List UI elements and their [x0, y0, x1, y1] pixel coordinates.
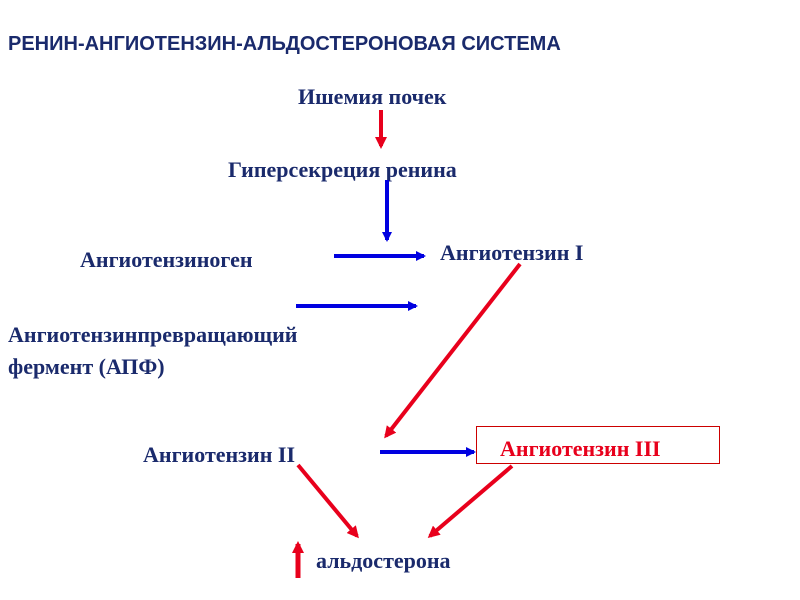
arrow-angiotensin-2-to-aldosterone — [296, 463, 359, 539]
node-ace-line1: Ангиотензинпревращающий — [8, 322, 298, 347]
node-angiotensin-2: Ангиотензин II — [143, 442, 296, 467]
arrow-angiotensin-3-to-aldosterone — [427, 464, 514, 538]
angiotensin-3-box — [476, 426, 720, 464]
node-renin-hypersecretion: Гиперсекреция ренина — [228, 157, 457, 182]
node-angiotensin-3: Ангиотензин III — [500, 436, 661, 461]
arrow-angiotensin-1-to-2 — [384, 262, 522, 439]
node-ischemia: Ишемия почек — [298, 84, 447, 109]
node-aldosterone: альдостерона — [316, 548, 451, 573]
node-ace-line2: фермент (АПФ) — [8, 354, 165, 379]
node-angiotensin-1: Ангиотензин I — [440, 240, 584, 265]
diagram-title: РЕНИН-АНГИОТЕНЗИН-АЛЬДОСТЕРОНОВАЯ СИСТЕМ… — [8, 33, 561, 55]
node-angiotensinogen: Ангиотензиноген — [80, 247, 253, 272]
